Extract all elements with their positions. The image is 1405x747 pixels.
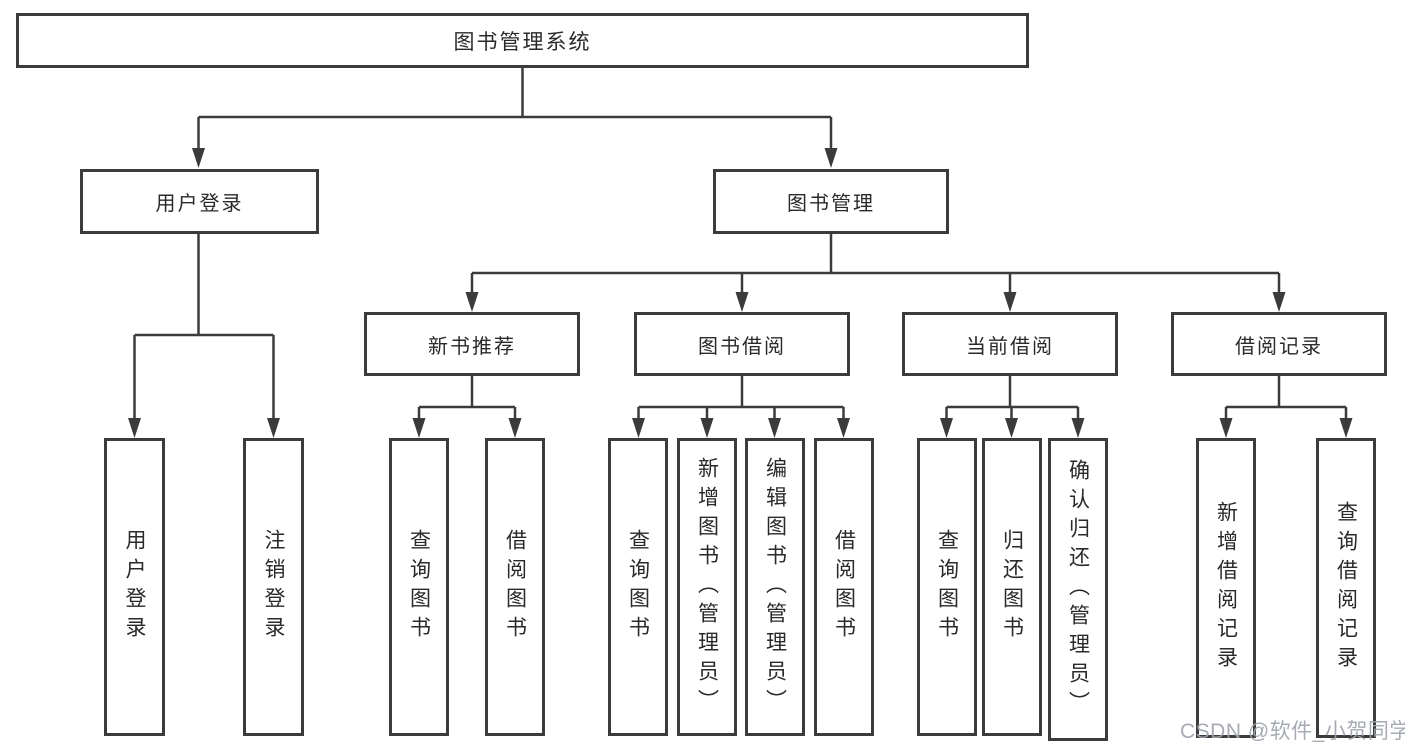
node-book-management: 图书管理 [713, 169, 949, 234]
connector-bookborrow-to-leaves [637, 376, 845, 420]
node-label: 借阅图书 [503, 529, 527, 645]
connector-userlogin-to-leaves [133, 234, 275, 420]
node-label: 新书推荐 [428, 335, 516, 358]
node-label: 查询图书 [626, 529, 650, 645]
node-label: 编辑图书（管理员） [763, 456, 787, 718]
node-label: 借阅图书 [832, 529, 856, 645]
node-new-book-recommend: 新书推荐 [364, 312, 580, 376]
leaf-add-borrow-record: 新增借阅记录 [1196, 438, 1256, 738]
connector-borrowrecord-to-leaves [1224, 376, 1348, 420]
connector-currentborrow-to-leaves [945, 376, 1080, 420]
leaf-query-books-current: 查询图书 [917, 438, 977, 736]
node-label: 用户登录 [123, 529, 146, 645]
node-label: 图书管理系统 [453, 30, 592, 54]
node-label: 借阅记录 [1235, 335, 1323, 358]
node-label: 归还图书 [1000, 529, 1024, 645]
connector-newbookrec-to-leaves [417, 376, 517, 420]
node-current-borrowing: 当前借阅 [902, 312, 1118, 376]
node-label: 查询图书 [935, 529, 959, 645]
leaf-add-books-admin: 新增图书（管理员） [677, 438, 737, 736]
node-book-borrowing: 图书借阅 [634, 312, 850, 376]
watermark-text: CSDN @软件_小贺同学 [1180, 720, 1405, 743]
node-label: 查询借阅记录 [1334, 501, 1358, 675]
leaf-edit-books-admin: 编辑图书（管理员） [745, 438, 805, 736]
node-system-root: 图书管理系统 [16, 13, 1029, 68]
leaf-query-books-rec: 查询图书 [389, 438, 449, 736]
leaf-borrow-books-rec: 借阅图书 [485, 438, 545, 736]
leaf-query-borrow-record: 查询借阅记录 [1316, 438, 1376, 738]
connector-bookmgmt-to-level3 [470, 234, 1281, 294]
leaf-return-books: 归还图书 [982, 438, 1042, 736]
node-borrowing-records: 借阅记录 [1171, 312, 1387, 376]
node-label: 查询图书 [407, 529, 431, 645]
leaf-query-books-borrow: 查询图书 [608, 438, 668, 736]
leaf-logout: 注销登录 [243, 438, 304, 736]
node-user-login: 用户登录 [80, 169, 319, 234]
node-label: 图书管理 [787, 193, 875, 215]
leaf-borrow-books: 借阅图书 [814, 438, 874, 736]
leaf-confirm-return-admin: 确认归还（管理员） [1048, 438, 1108, 741]
node-label: 确认归还（管理员） [1066, 459, 1090, 720]
connector-root-to-level2 [197, 68, 833, 150]
node-label: 新增图书（管理员） [695, 456, 719, 718]
node-label: 用户登录 [155, 193, 244, 215]
node-label: 图书借阅 [698, 335, 786, 358]
node-label: 注销登录 [262, 529, 285, 645]
node-label: 当前借阅 [966, 335, 1054, 358]
leaf-user-login: 用户登录 [104, 438, 165, 736]
node-label: 新增借阅记录 [1214, 501, 1238, 675]
